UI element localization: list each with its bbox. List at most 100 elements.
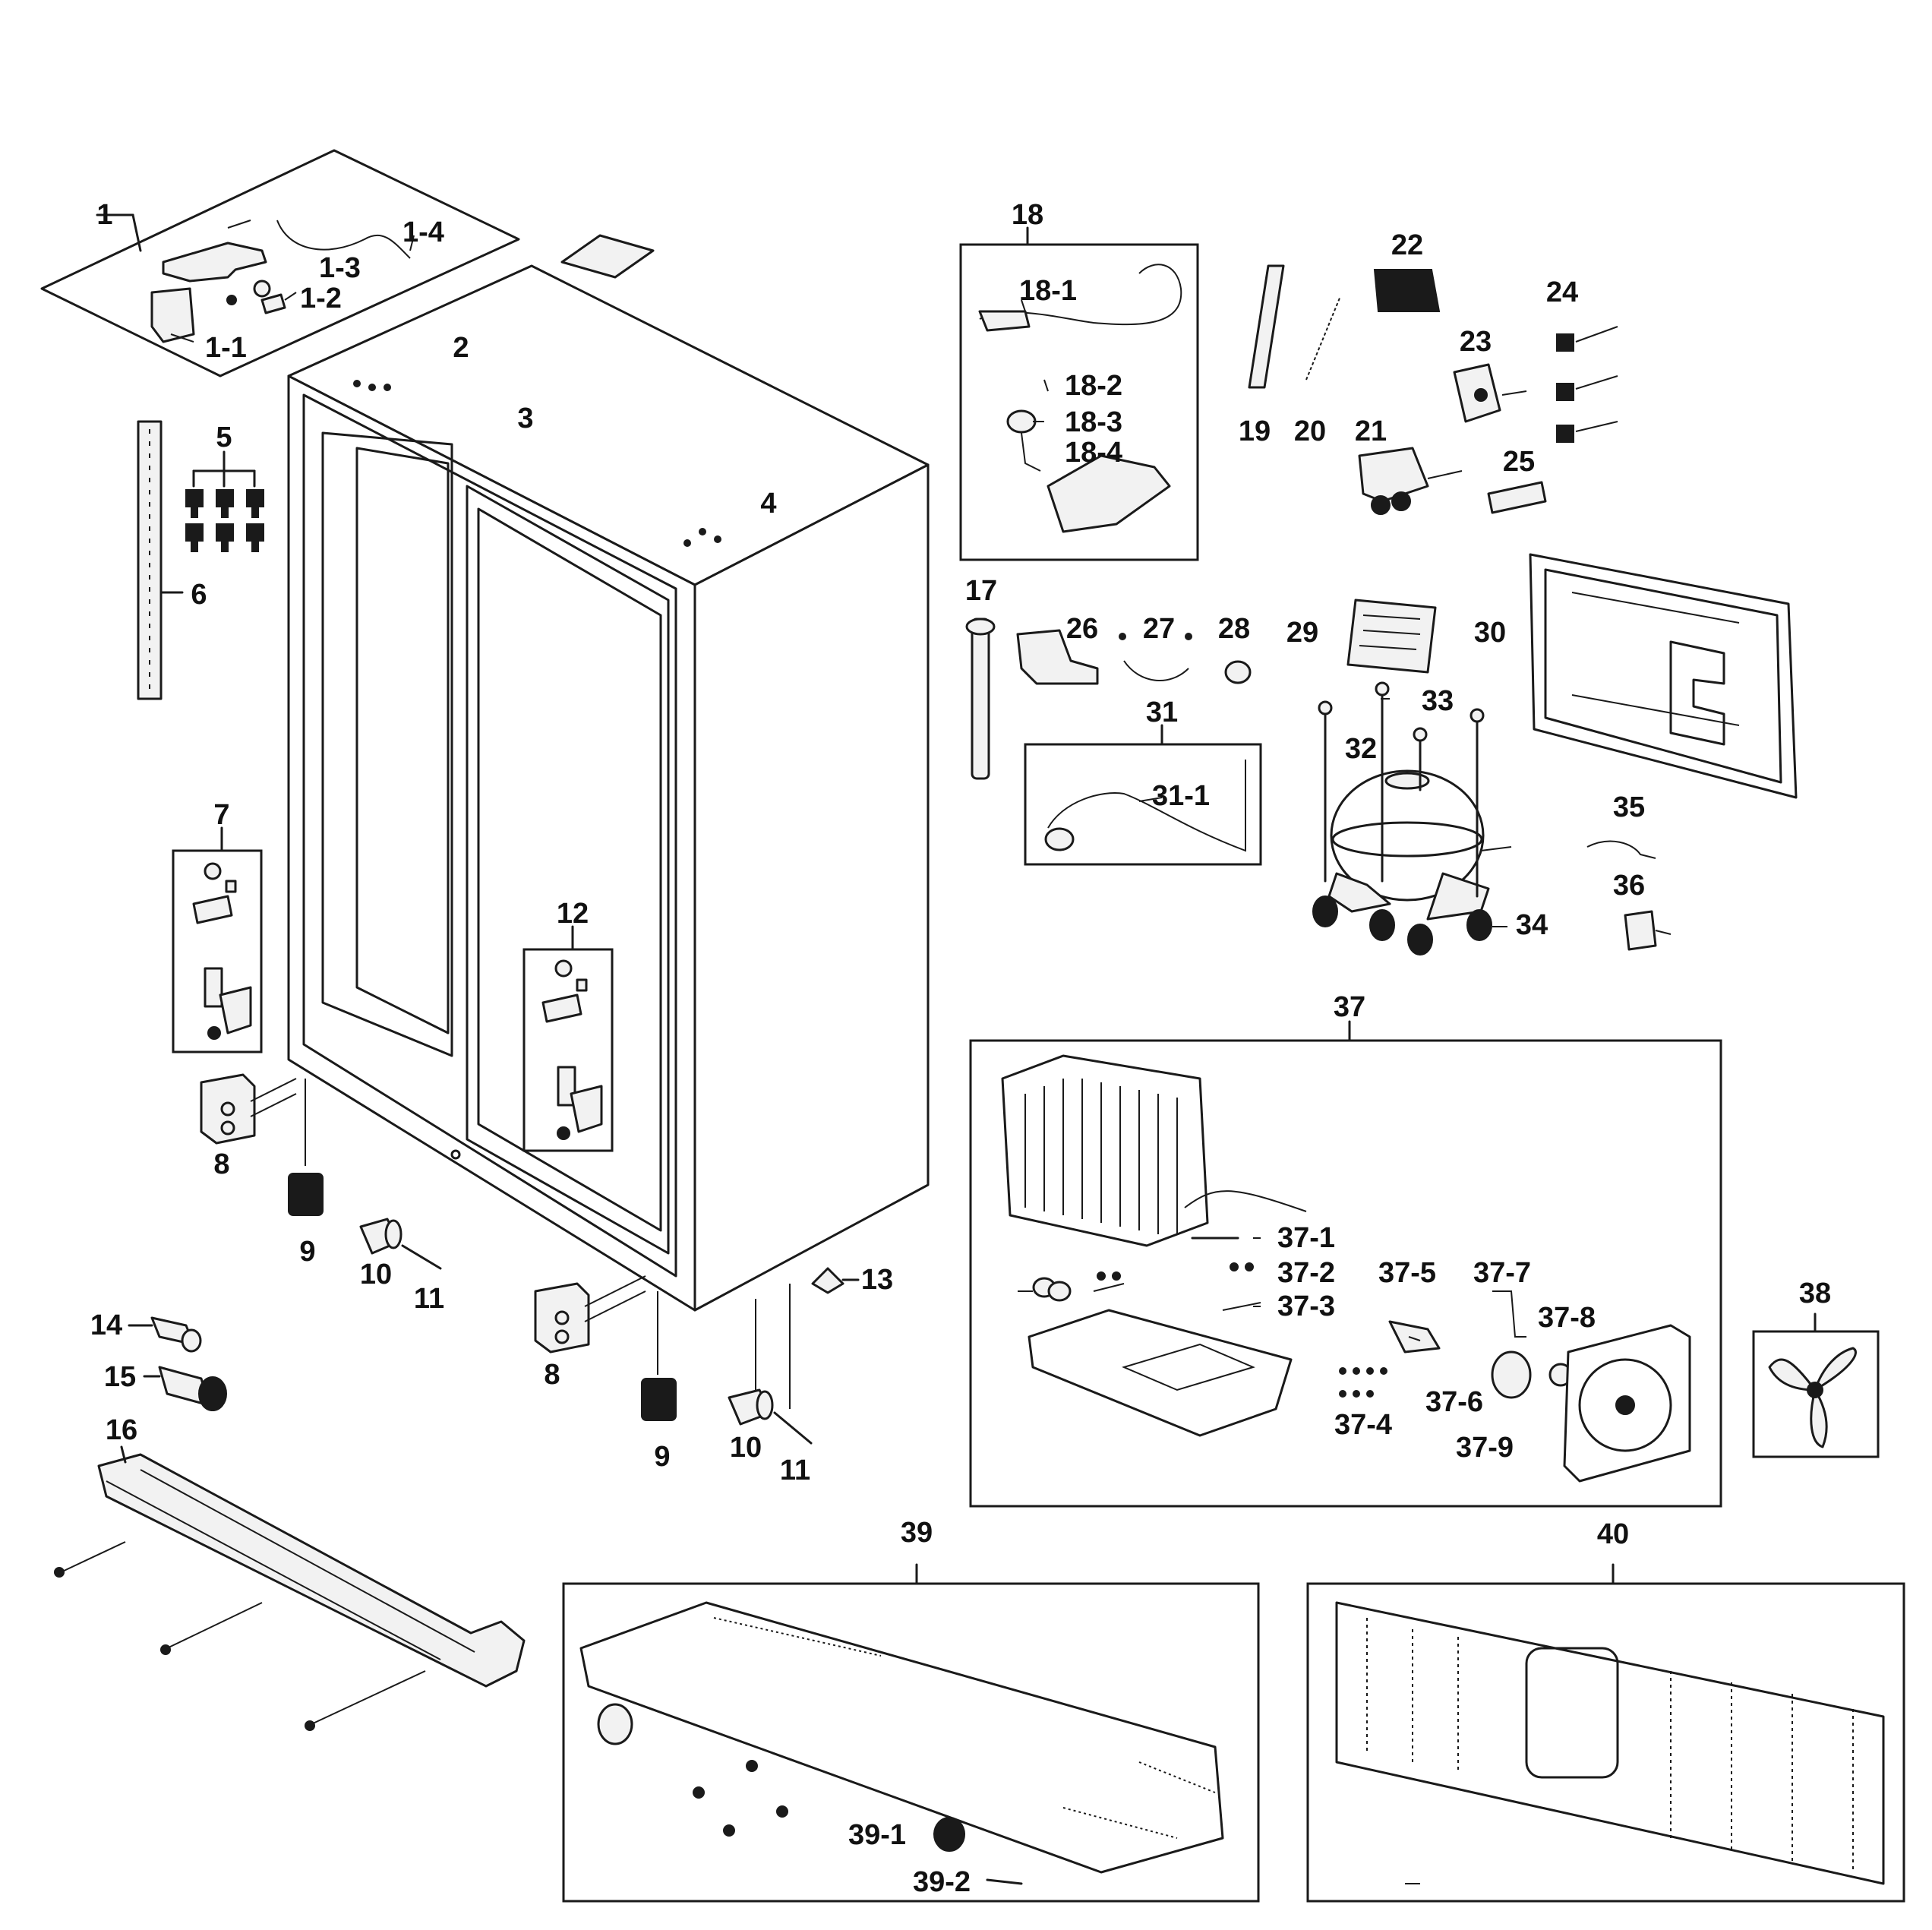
- label-37: 37: [1334, 991, 1365, 1023]
- part-37-condenser-kit: [969, 1020, 1722, 1508]
- part-18-harness-kit: [959, 226, 1199, 561]
- part-32-compressor: [1327, 769, 1512, 921]
- label-20: 20: [1294, 415, 1326, 447]
- label-37-9: 37-9: [1456, 1432, 1514, 1464]
- part-24-clips: [1556, 326, 1618, 443]
- label-22: 22: [1391, 229, 1423, 261]
- label-35: 35: [1613, 791, 1645, 823]
- label-1: 1: [96, 199, 112, 231]
- part-16-grille: [54, 1445, 526, 1731]
- part-5-bolts: [185, 450, 264, 552]
- part-40-rear-panel: [1306, 1563, 1905, 1903]
- part-9-leveler-left: [288, 1079, 324, 1216]
- label-31: 31: [1146, 697, 1178, 728]
- part-20-spring: [1305, 295, 1341, 381]
- label-10-right: 10: [730, 1432, 762, 1464]
- label-1-4: 1-4: [402, 216, 444, 248]
- label-19: 19: [1239, 415, 1271, 447]
- label-39-1: 39-1: [848, 1819, 906, 1851]
- part-15-fitting: [143, 1366, 227, 1411]
- label-37-4: 37-4: [1334, 1409, 1392, 1441]
- part-17-tube: [965, 618, 996, 780]
- part-34-grommets: [1312, 896, 1492, 956]
- label-24: 24: [1546, 276, 1578, 308]
- label-18-1: 18-1: [1019, 275, 1077, 307]
- label-39-2: 39-2: [913, 1866, 971, 1898]
- label-37-8: 37-8: [1538, 1302, 1596, 1334]
- label-8-left: 8: [213, 1148, 229, 1180]
- label-9-left: 9: [299, 1236, 315, 1268]
- label-26: 26: [1066, 613, 1098, 645]
- label-1-2: 1-2: [300, 283, 342, 314]
- leader-lines: [170, 220, 1507, 1884]
- label-37-1: 37-1: [1277, 1222, 1335, 1254]
- label-4: 4: [760, 488, 776, 520]
- part-39-base-plate: [562, 1563, 1260, 1903]
- label-28: 28: [1218, 613, 1250, 645]
- label-37-3: 37-3: [1277, 1290, 1335, 1322]
- label-25: 25: [1503, 446, 1535, 478]
- part-14-fitting: [128, 1316, 202, 1353]
- label-31-1: 31-1: [1152, 780, 1210, 812]
- part-11-screw-left: [401, 1244, 442, 1270]
- refrigerator-cabinet: [287, 264, 930, 1312]
- part-31-capacitor-kit: [1024, 724, 1262, 866]
- part-10-roller-left: [359, 1218, 402, 1255]
- label-37-5: 37-5: [1378, 1257, 1436, 1289]
- label-40: 40: [1597, 1518, 1629, 1550]
- label-6: 6: [191, 579, 207, 611]
- label-37-6: 37-6: [1425, 1386, 1483, 1418]
- label-29: 29: [1286, 617, 1318, 649]
- part-27-wire: [1119, 633, 1192, 681]
- label-3: 3: [517, 403, 533, 434]
- part-12-hinge-kit: [522, 925, 614, 1152]
- part-22-heater: [1373, 269, 1441, 312]
- part-26-module: [1016, 629, 1099, 685]
- label-12: 12: [557, 898, 589, 930]
- label-37-7: 37-7: [1473, 1257, 1531, 1289]
- part-9-leveler-right: [641, 1291, 677, 1421]
- part-35-wire: [1586, 840, 1656, 859]
- label-8-right: 8: [544, 1359, 560, 1391]
- part-25-sensor: [1487, 481, 1547, 514]
- label-32: 32: [1345, 733, 1377, 765]
- label-30: 30: [1474, 617, 1506, 649]
- label-37-2: 37-2: [1277, 1257, 1335, 1289]
- part-8-bottom-hinge-right: [534, 1275, 646, 1354]
- label-39: 39: [901, 1517, 933, 1549]
- label-21: 21: [1355, 415, 1387, 447]
- label-10-left: 10: [360, 1259, 392, 1290]
- label-18-2: 18-2: [1065, 370, 1122, 402]
- label-1-1: 1-1: [205, 332, 247, 364]
- part-23-bracket: [1453, 363, 1527, 423]
- part-38-fan-blade: [1752, 1312, 1880, 1458]
- part-19-tube: [1248, 264, 1285, 389]
- label-34: 34: [1516, 909, 1548, 941]
- label-33: 33: [1422, 685, 1454, 717]
- part-1-hinge-kit: [40, 149, 520, 377]
- label-38: 38: [1799, 1278, 1831, 1309]
- label-15: 15: [104, 1361, 136, 1393]
- label-11-right: 11: [780, 1455, 810, 1486]
- part-36-relay: [1624, 910, 1672, 951]
- label-17: 17: [965, 575, 997, 607]
- part-7-hinge-kit: [172, 826, 263, 1053]
- label-18-4: 18-4: [1065, 437, 1122, 469]
- part-21-water-valve: [1358, 447, 1463, 515]
- label-16: 16: [106, 1414, 137, 1446]
- part-30-cover-panel: [1529, 553, 1798, 799]
- label-1-3: 1-3: [319, 252, 361, 284]
- label-27: 27: [1143, 613, 1175, 645]
- label-5: 5: [216, 422, 232, 453]
- label-36: 36: [1613, 870, 1645, 902]
- part-6-rail: [137, 420, 184, 700]
- label-9-right: 9: [654, 1441, 670, 1473]
- part-28-grommet: [1224, 660, 1252, 684]
- part-33-bolts: [1318, 681, 1485, 898]
- top-bracket: [560, 234, 655, 279]
- callout-labels: 1 1-1 1-2 1-3 1-4 2 3 4 5 6 7 8 8 9 9 10…: [90, 199, 1831, 1898]
- label-13: 13: [861, 1264, 893, 1296]
- part-13-cap: [811, 1267, 860, 1294]
- part-8-bottom-hinge-left: [200, 1073, 297, 1145]
